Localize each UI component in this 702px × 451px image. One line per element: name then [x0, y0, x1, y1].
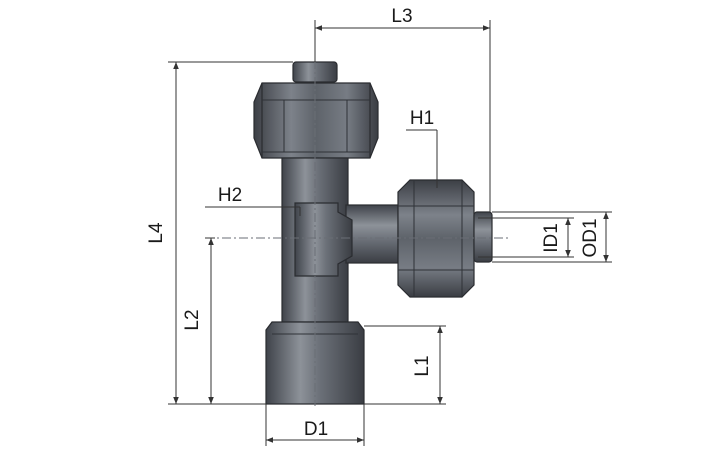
label-L1: L1: [412, 355, 433, 376]
side-branch: [345, 204, 399, 264]
dimension-lines: [168, 20, 612, 446]
side-tube-stub: [473, 211, 493, 263]
label-D1: D1: [304, 419, 328, 440]
center-lines: [205, 60, 508, 406]
label-H2: H2: [218, 185, 242, 206]
label-H1: H1: [410, 108, 434, 129]
label-L2: L2: [182, 309, 203, 330]
label-L3: L3: [391, 6, 412, 27]
side-port-hex: [294, 202, 353, 277]
fitting-body: [253, 61, 493, 405]
label-ID1: ID1: [541, 223, 562, 253]
top-nut: [253, 82, 379, 159]
label-L4: L4: [146, 222, 167, 244]
label-OD1: OD1: [580, 218, 601, 257]
